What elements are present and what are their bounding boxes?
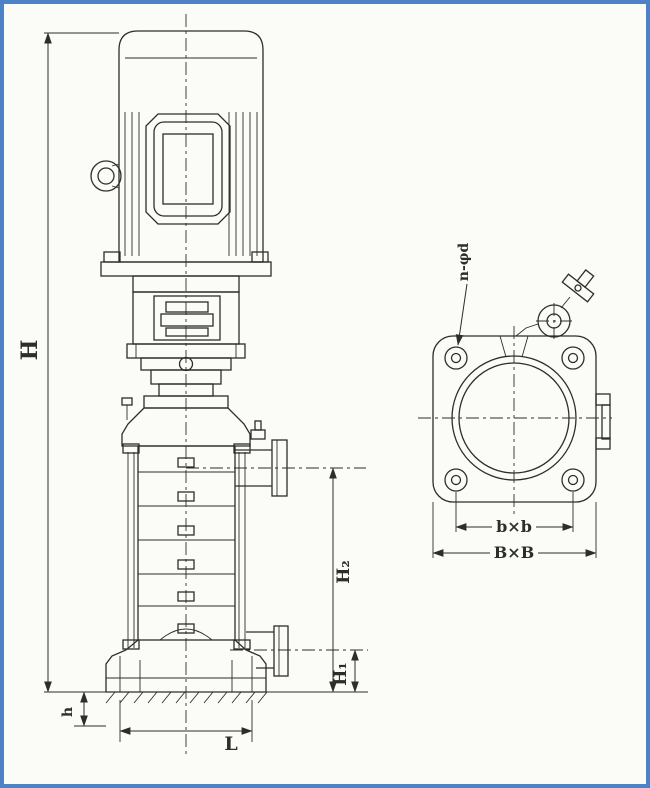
callout-bolt-holes: n-φd: [455, 243, 472, 346]
dimension-bxb: b×b: [455, 492, 574, 536]
label-bolt-spacing: b×b: [496, 517, 532, 536]
pump-base: [105, 623, 268, 704]
stage-barrel: [122, 443, 251, 650]
motor: [90, 30, 264, 263]
dimension-H1: H₁: [331, 649, 359, 693]
ground-hatch: [105, 691, 268, 704]
base-plate-outline: [432, 335, 597, 503]
label-bolt-holes: n-φd: [456, 243, 472, 282]
dimension-BxB: B×B: [432, 502, 597, 562]
label-base-length: L: [224, 733, 237, 755]
discharge-pipe: [235, 420, 288, 497]
label-base-plate-height: h: [60, 707, 76, 717]
label-base-outline: B×B: [494, 543, 534, 562]
lifting-eye: [90, 160, 122, 192]
suction-pipe: [246, 625, 289, 677]
top-view-plan: n-φd b×b B×B: [418, 243, 612, 562]
dimension-H: H: [17, 32, 119, 693]
dimension-h: h: [60, 691, 106, 727]
label-suction-height: H₁: [331, 662, 351, 686]
cooling-fins-left: [124, 112, 140, 256]
vent-plug: [250, 429, 266, 440]
tie-rods: [127, 452, 246, 648]
label-discharge-height: H₂: [334, 560, 354, 584]
suction-flange: [273, 625, 289, 677]
terminal-box: [145, 113, 231, 225]
discharge-flange-edge: [595, 393, 611, 450]
air-valve-handle: [561, 269, 595, 303]
stage-joints: [138, 471, 235, 607]
cooling-fins-right: [228, 112, 258, 256]
dimension-L: L: [119, 700, 253, 755]
label-overall-height: H: [17, 340, 43, 361]
foundation-bolt-holes: [444, 346, 585, 492]
pump-head-plan-detail: [499, 269, 595, 358]
front-view-elevation: [90, 14, 368, 758]
dimension-H2: H₂: [266, 467, 368, 693]
